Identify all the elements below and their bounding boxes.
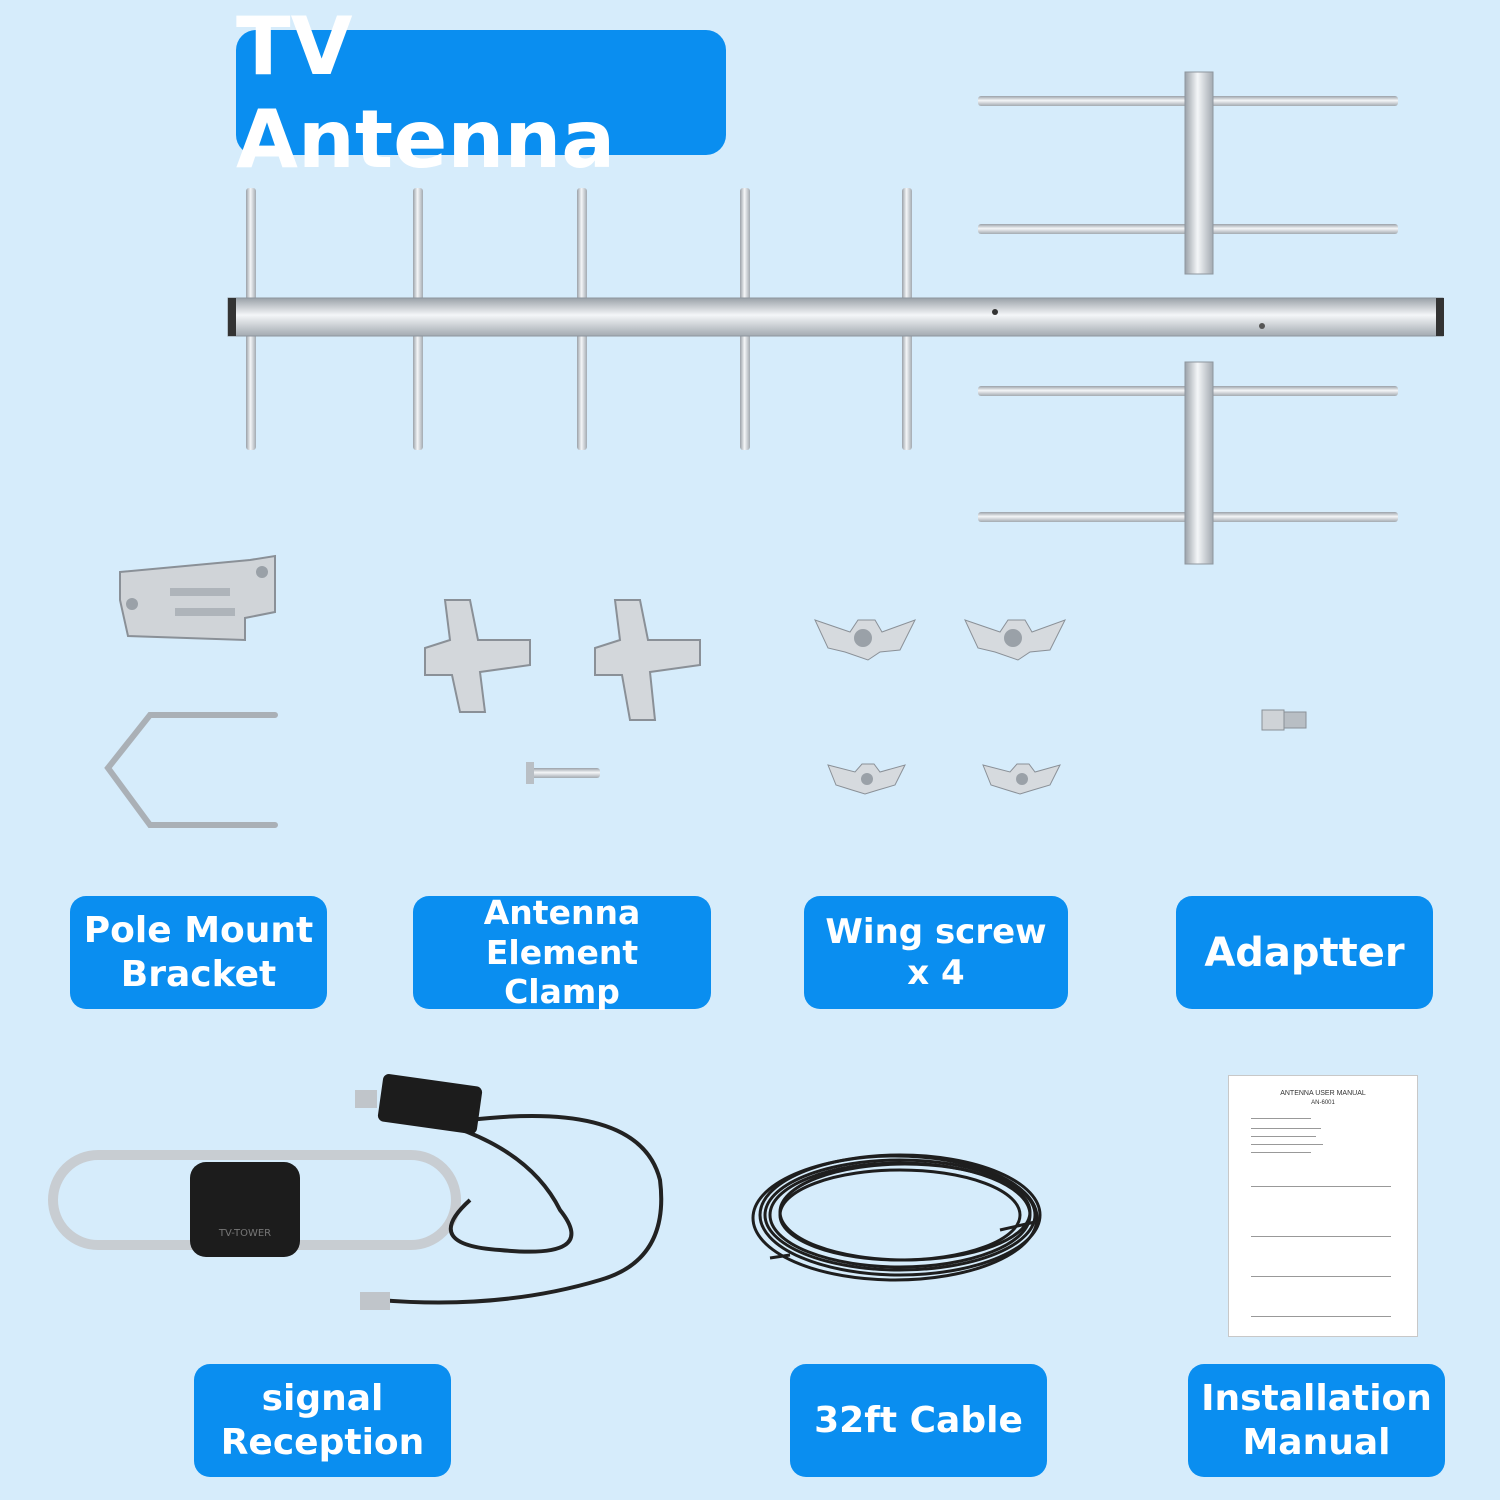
signal-reception-unit (48, 1074, 664, 1310)
cable-text: 32ft Cable (814, 1399, 1023, 1441)
manual-model: AN-6001 (1311, 1100, 1335, 1106)
antenna-assembly (227, 71, 1444, 565)
pole-mount-bracket (119, 554, 276, 642)
antenna-element-clamp (424, 599, 701, 721)
element-clamp-text: Antenna Element Clamp (483, 893, 641, 1012)
manual-heading: ANTENNA USER MANUAL (1280, 1090, 1366, 1097)
wing-screw-text: Wing screw x 4 (825, 911, 1047, 993)
bolt (526, 762, 600, 784)
antenna-boom (227, 297, 1444, 337)
signal-reception-text: signal Reception (220, 1378, 425, 1463)
reflector-top (978, 71, 1398, 275)
installation-manual-label: Installation Manual (1188, 1364, 1445, 1477)
wing-screws (814, 619, 1067, 795)
wing-screw-label: Wing screw x 4 (804, 896, 1068, 1009)
adapter-label: Adaptter (1176, 896, 1433, 1009)
page-title: TV Antenna (236, 0, 616, 186)
cable-label: 32ft Cable (790, 1364, 1047, 1477)
pole-mount-text: Pole Mount Bracket (83, 910, 314, 995)
installation-manual-text: Installation Manual (1201, 1378, 1432, 1463)
adapter-connector (1261, 709, 1307, 731)
title-badge: TV Antenna (236, 0, 726, 186)
signal-reception-label: signal Reception (194, 1364, 451, 1477)
installation-manual-page: ANTENNA USER MANUAL AN-6001 (1228, 1075, 1418, 1337)
reflector-bottom (978, 361, 1398, 565)
u-bolt (104, 712, 278, 828)
coaxial-cable (751, 1153, 1042, 1282)
adapter-text: Adaptter (1204, 929, 1405, 976)
amplifier-label: TV-TOWER (218, 1228, 272, 1239)
pole-mount-label: Pole Mount Bracket (70, 896, 327, 1009)
element-clamp-label: Antenna Element Clamp (413, 893, 711, 1012)
